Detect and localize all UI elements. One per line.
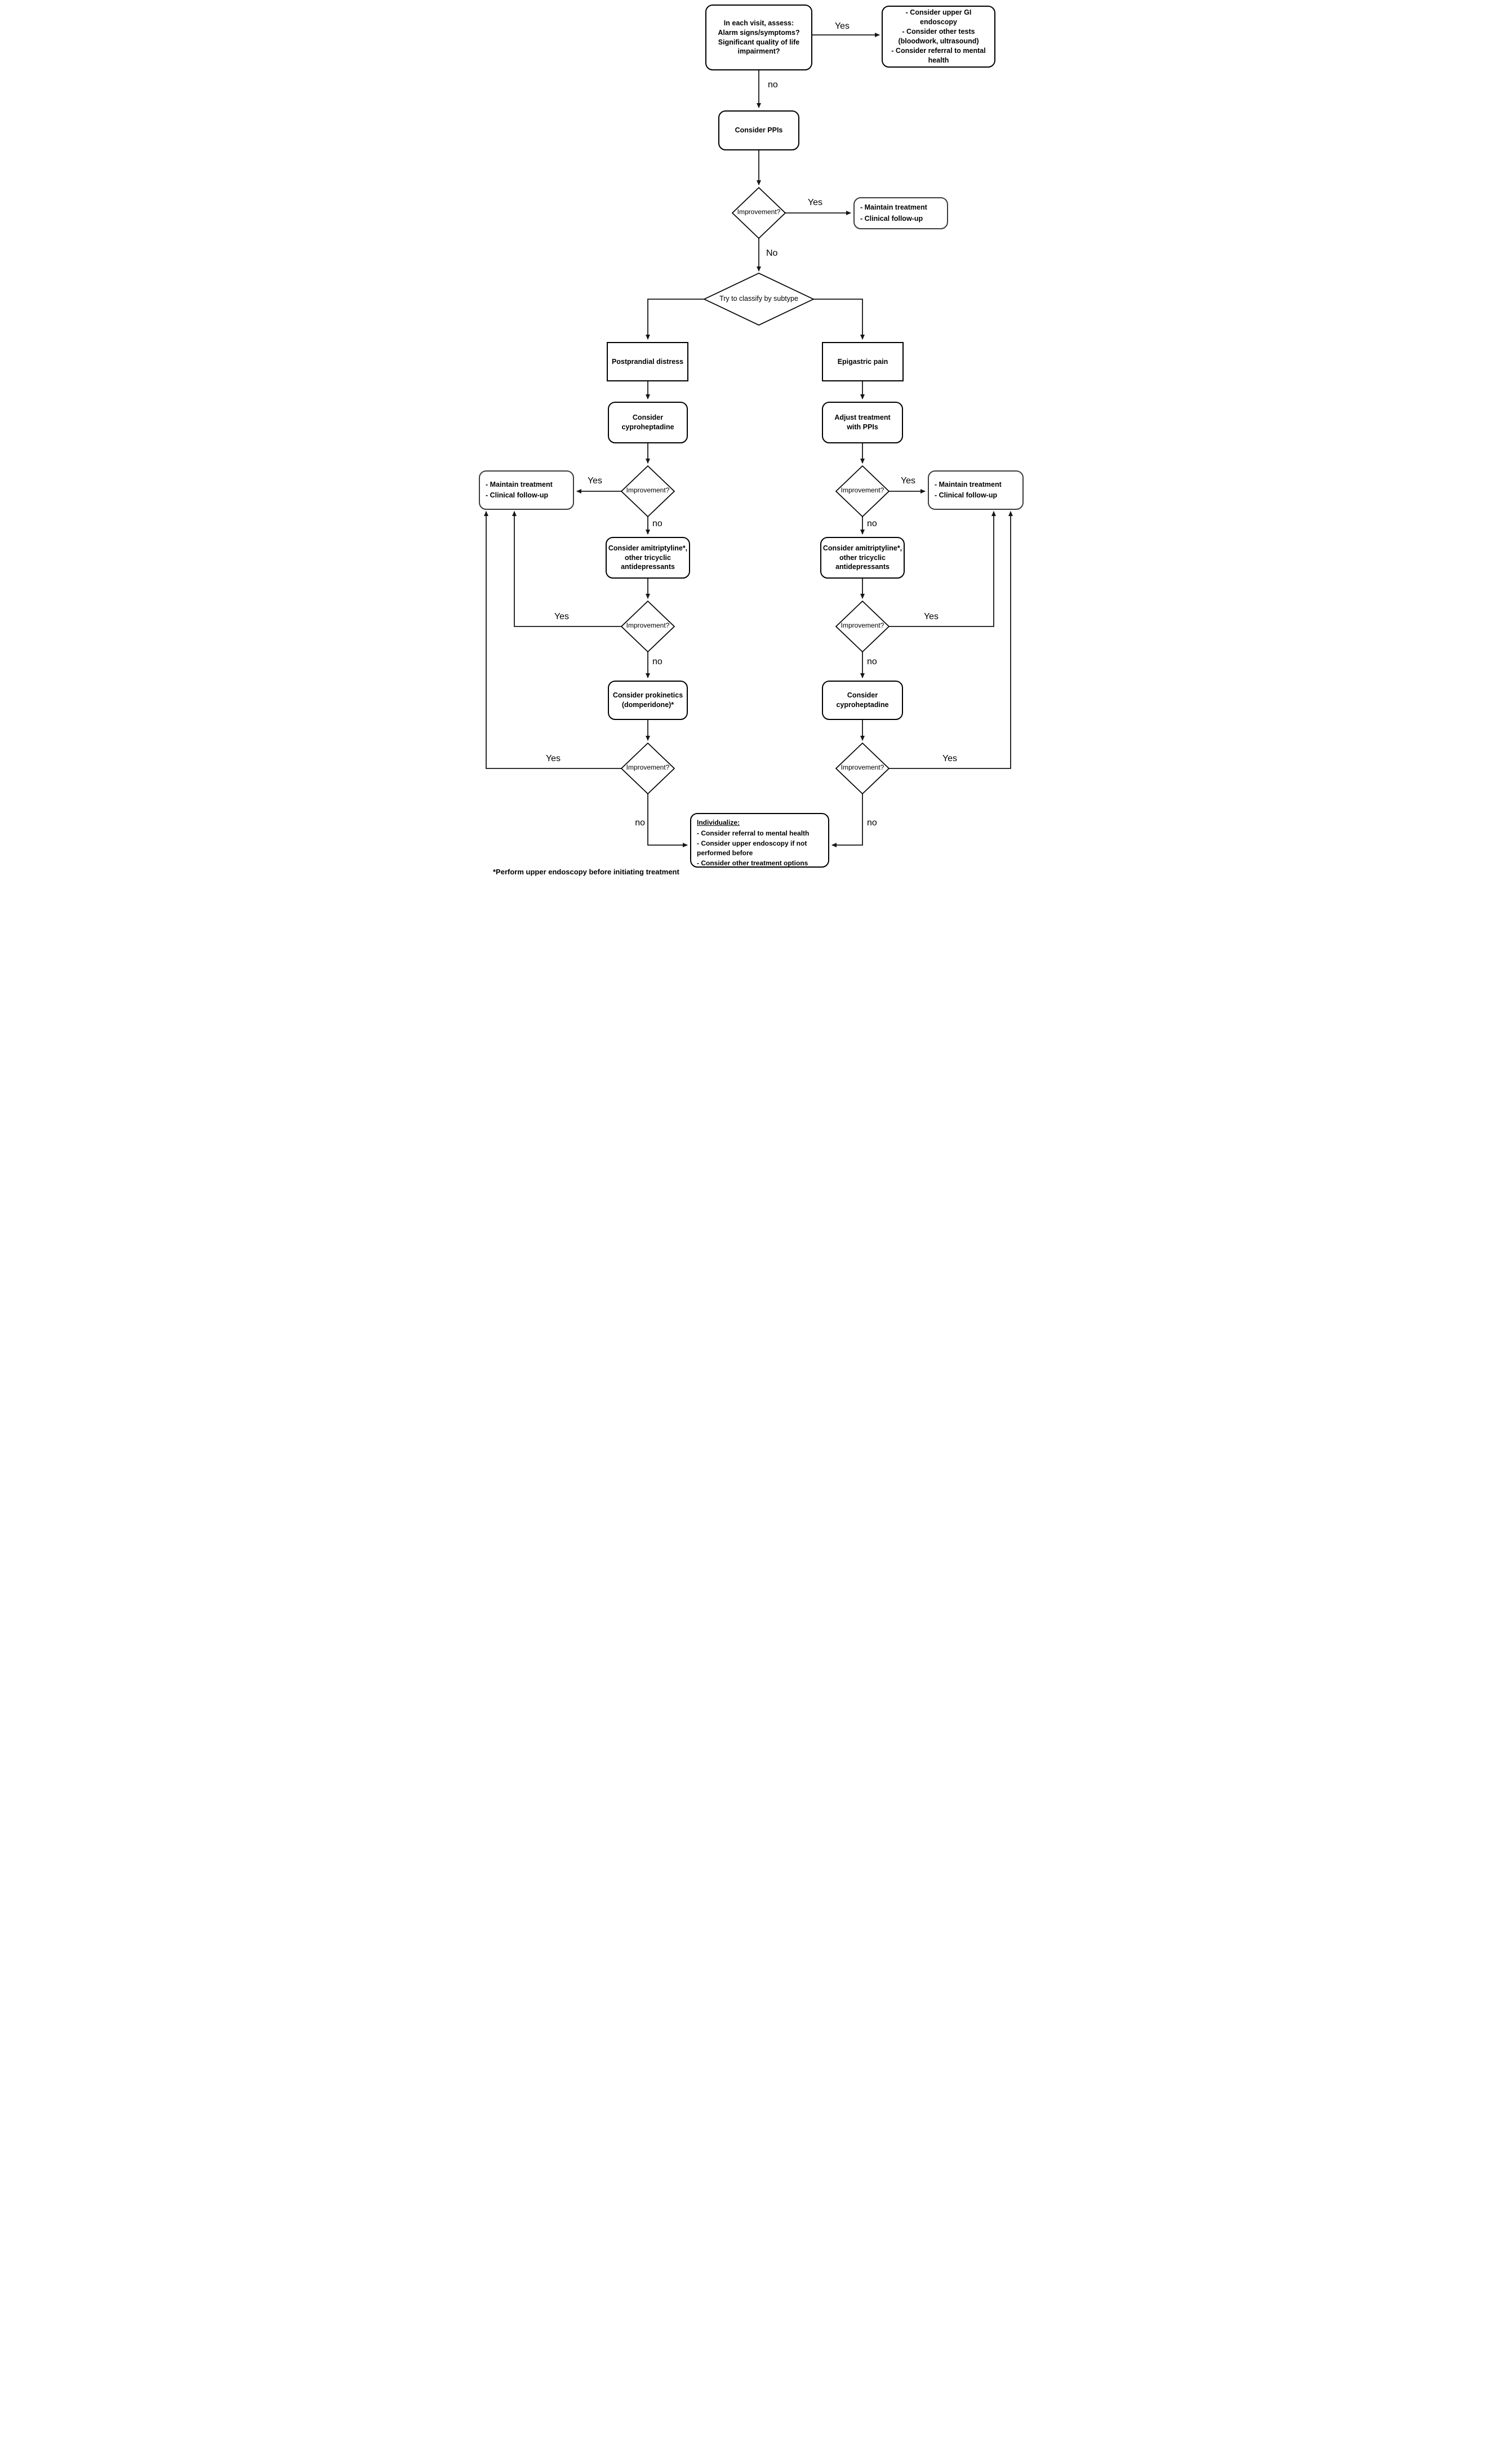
postprandial-distress-box: Postprandial distress [607, 342, 688, 381]
edge-classify-postprandial [646, 299, 704, 340]
decision-classify-subtype [703, 273, 815, 326]
edge-improvementL3-maintain-loop [484, 511, 621, 769]
epigastric-text: Epigastric pain [837, 357, 888, 366]
decision-improvement-left-2 [620, 600, 675, 653]
amitriptyline-right-box: Consider amitriptyline*, other tricyclic… [820, 537, 905, 579]
edge-label-no: no [768, 80, 778, 90]
edge-improvementR3-maintain-loop [889, 511, 1013, 769]
individualize-heading: Individualize: [697, 819, 740, 826]
edge-improvementR3-individualize [831, 794, 863, 847]
workup-line: - Consider upper GI endoscopy [905, 8, 972, 26]
prokinetics-text: Consider prokinetics (domperidone)* [612, 691, 683, 709]
individualize-line: - Consider other treatment options [697, 859, 808, 867]
maintain-line: - Clinical follow-up [486, 491, 549, 499]
workup-box: - Consider upper GI endoscopy - Consider… [882, 6, 995, 68]
edge-label-yes: Yes [834, 21, 850, 31]
edge-label-yes: Yes [807, 198, 823, 207]
maintain-treatment-box-right: - Maintain treatment - Clinical follow-u… [928, 470, 1024, 510]
workup-line: - Consider other tests (bloodwork, ultra… [898, 28, 979, 45]
decision-improvement-right-2 [835, 600, 890, 653]
improvement-right-1-label: Improvement? [841, 486, 884, 494]
postprandial-text: Postprandial distress [611, 357, 684, 366]
improvement-right-3-label: Improvement? [841, 763, 884, 771]
edge-label-yes: Yes [545, 754, 561, 763]
epigastric-pain-box: Epigastric pain [822, 342, 904, 381]
cyproheptadine-right-box: Consider cyproheptadine [822, 681, 903, 720]
cyproheptadine-right-text: Consider cyproheptadine [836, 691, 889, 709]
flowchart-canvas: In each visit, assess: Alarm signs/sympt… [477, 0, 1035, 901]
adjust-ppis-text: Adjust treatment with PPIs [834, 414, 891, 431]
individualize-box: Individualize: - Consider referral to me… [690, 813, 829, 868]
cyproheptadine-left-text: Consider cyproheptadine [621, 414, 674, 431]
cyproheptadine-left-box: Consider cyproheptadine [608, 402, 688, 443]
improvement-left-2-label: Improvement? [626, 621, 670, 629]
maintain-treatment-box-top: - Maintain treatment - Clinical follow-u… [853, 197, 948, 229]
prokinetics-box: Consider prokinetics (domperidone)* [608, 681, 688, 720]
workup-line: - Consider referral to mental health [891, 46, 986, 64]
maintain-line: - Maintain treatment [486, 480, 553, 488]
edge-improvementL2-maintain-loop [512, 511, 621, 627]
edge-classify-epigastric [813, 299, 865, 340]
assess-box: In each visit, assess: Alarm signs/sympt… [705, 5, 812, 70]
individualize-line: - Consider referral to mental health [697, 829, 810, 838]
edge-label-no: no [867, 519, 877, 528]
maintain-treatment-box-left: - Maintain treatment - Clinical follow-u… [479, 470, 574, 510]
edge-label-no: no [867, 818, 877, 828]
individualize-line: - Consider upper endoscopy if not perfor… [697, 839, 807, 857]
edge-label-yes: Yes [900, 476, 916, 486]
consider-ppis-box: Consider PPIs [718, 110, 799, 150]
edge-label-no: no [867, 657, 877, 666]
edge-label-no: no [652, 519, 662, 528]
edge-improvementR2-maintain-loop [889, 511, 996, 627]
improvement-left-1-label: Improvement? [626, 486, 670, 494]
edge-label-yes: Yes [554, 612, 570, 621]
footnote: *Perform upper endoscopy before initiati… [493, 868, 679, 876]
amitriptyline-right-text: Consider amitriptyline*, other tricyclic… [822, 544, 902, 571]
edge-label-no: no [652, 657, 662, 666]
decision-improvement-left-1 [620, 465, 675, 518]
assess-text: In each visit, assess: Alarm signs/sympt… [718, 19, 800, 56]
maintain-line: - Clinical follow-up [860, 214, 923, 223]
edge-label-no: no [635, 818, 645, 828]
edge-improvementL3-individualize [647, 794, 688, 847]
maintain-line: - Maintain treatment [935, 480, 1002, 488]
improvement-1-label: Improvement? [737, 208, 781, 216]
amitriptyline-left-box: Consider amitriptyline*, other tricyclic… [606, 537, 690, 579]
maintain-line: - Maintain treatment [860, 203, 927, 212]
improvement-right-2-label: Improvement? [841, 621, 884, 629]
decision-improvement-right-3 [835, 742, 890, 795]
consider-ppis-text: Consider PPIs [735, 126, 783, 135]
classify-label: Try to classify by subtype [719, 295, 798, 303]
improvement-left-3-label: Improvement? [626, 763, 670, 771]
decision-improvement-1 [731, 186, 786, 239]
flow-connectors [484, 33, 1013, 847]
edge-label-no: No [766, 248, 778, 258]
adjust-ppis-box: Adjust treatment with PPIs [822, 402, 903, 443]
edge-label-yes: Yes [942, 754, 958, 763]
maintain-line: - Clinical follow-up [935, 491, 998, 499]
edge-label-yes: Yes [923, 612, 939, 621]
edge-label-yes: Yes [587, 476, 603, 486]
decision-improvement-right-1 [835, 465, 890, 518]
amitriptyline-left-text: Consider amitriptyline*, other tricyclic… [608, 544, 688, 571]
decision-improvement-left-3 [620, 742, 675, 795]
